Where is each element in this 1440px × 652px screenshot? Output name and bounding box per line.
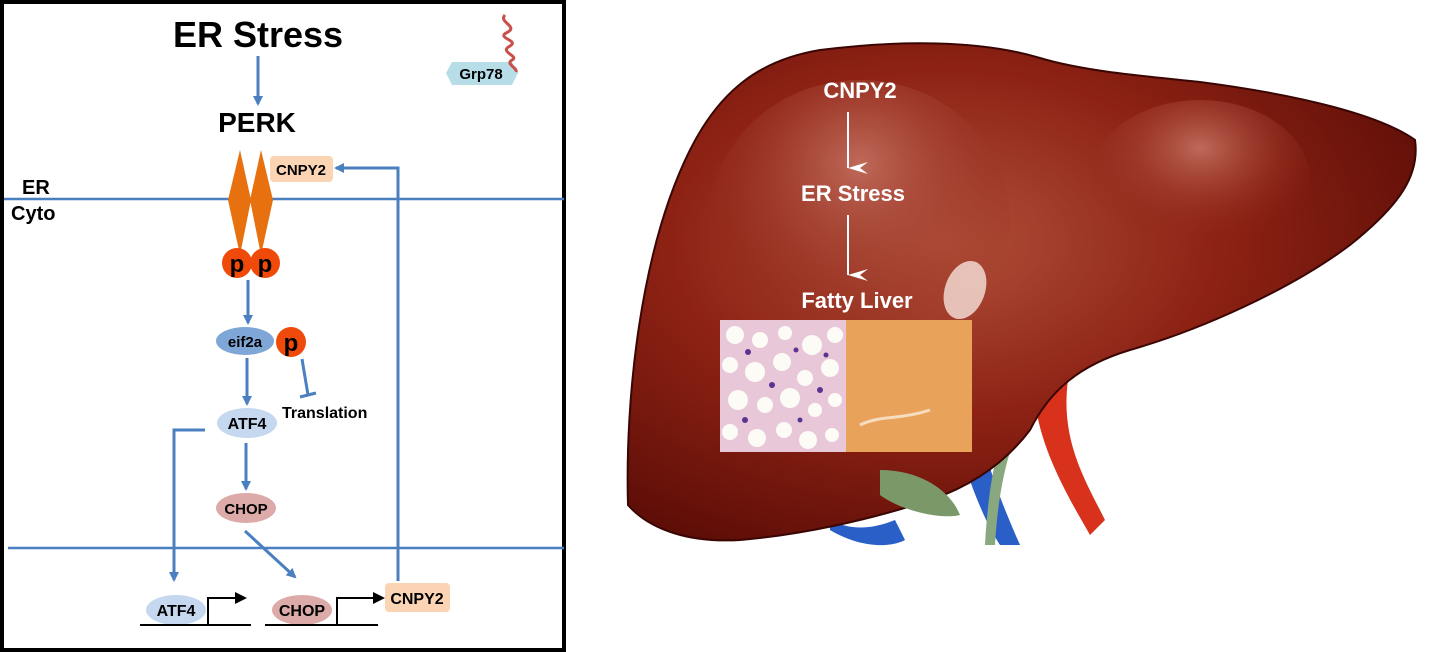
grp78: Grp78 — [446, 13, 518, 85]
vena-cava — [830, 520, 905, 546]
arrow-chop-gene — [243, 529, 297, 579]
phospho-circle-3 — [276, 327, 306, 357]
liver-glare — [943, 260, 987, 320]
chop-gene-ellipse — [272, 595, 332, 625]
pathway-panel: ER Stress PERK Grp78 ER Cyto CNPY2 p p e… — [0, 0, 566, 652]
perk-label: PERK — [218, 107, 296, 138]
arrow-atf4-gene — [169, 428, 205, 582]
perk-monomer-2 — [250, 150, 273, 255]
protein-coil-icon — [502, 13, 518, 73]
cnpy2-er-box — [270, 156, 333, 182]
translation-label: Translation — [282, 405, 367, 422]
liver-step-er-stress: ER Stress — [801, 181, 905, 206]
liver-highlight-right — [1090, 100, 1310, 260]
gallbladder — [880, 470, 960, 517]
chop-promoter-arrow — [336, 592, 385, 625]
eif2a-ellipse — [216, 327, 274, 355]
arrow-cnpy2-feedback — [334, 163, 400, 581]
chop-gene-label: CHOP — [279, 603, 326, 620]
grp78-label: Grp78 — [459, 66, 502, 83]
liver-step-cnpy2: CNPY2 — [823, 78, 896, 103]
cnpy2-gene-label: CNPY2 — [390, 591, 443, 608]
atf4-label: ATF4 — [228, 416, 267, 433]
liver-illustration: CNPY2 ER Stress Fatty Liver — [626, 42, 1417, 546]
phospho-label-3: p — [284, 330, 299, 357]
chop-ellipse — [216, 493, 276, 523]
chop-label: CHOP — [224, 501, 267, 518]
inhibit-line — [300, 358, 310, 396]
oil-red-panel — [846, 320, 972, 452]
cyto-label: Cyto — [11, 203, 55, 225]
cnpy2-gene-box — [385, 583, 450, 612]
atf4-ellipse — [217, 408, 277, 438]
phospho-circle-2 — [250, 248, 280, 278]
nuclei — [742, 347, 829, 423]
panel-border — [0, 0, 566, 652]
liver-step-fatty-liver: Fatty Liver — [801, 288, 913, 313]
atf4-promoter-arrow — [207, 592, 247, 625]
cnpy2-er-label: CNPY2 — [276, 162, 326, 179]
eif2a-label: eif2a — [228, 334, 263, 351]
inhibit-bar — [299, 391, 317, 399]
phospho-label-2: p — [258, 251, 273, 278]
grp78-shape — [446, 62, 518, 85]
atf4-gene-label: ATF4 — [157, 603, 196, 620]
fat-vacuoles — [722, 326, 843, 449]
phospho-label-1: p — [230, 251, 245, 278]
phospho-circle-1 — [222, 248, 252, 278]
liver-highlight-left — [710, 80, 1010, 360]
histology-image — [720, 320, 972, 452]
er-label: ER — [22, 177, 50, 199]
tissue-fold — [859, 408, 931, 427]
hepatic-artery — [1035, 380, 1105, 535]
er-stress-title: ER Stress — [173, 14, 343, 55]
atf4-gene-ellipse — [146, 595, 206, 625]
perk-monomer-1 — [228, 150, 251, 255]
